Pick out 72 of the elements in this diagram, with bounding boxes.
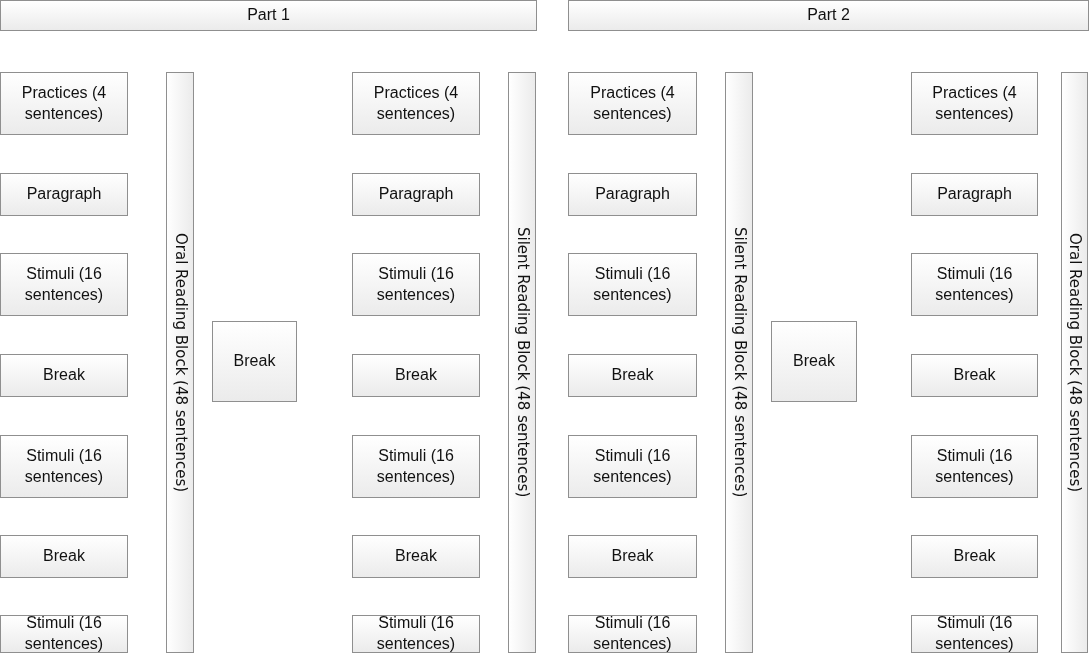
step-box [0,535,128,578]
box-label: Break [233,351,276,372]
block-label-bar [1061,72,1088,653]
step-box [771,321,857,402]
step-box [911,72,1038,135]
box-label: Practices (4 sentences) [589,82,676,124]
block-label-bar [508,72,536,653]
step-box [0,615,128,653]
box-label: Break [395,365,437,386]
box-label: Practices (4 sentences) [372,82,460,124]
step-box [568,253,697,316]
part-header-bar [0,0,537,31]
step-box [911,535,1038,578]
step-box [352,173,480,216]
step-box [568,535,697,578]
block-label-bar [725,72,753,653]
box-label: Break [611,546,654,567]
box-label: Practices (4 sentences) [20,82,108,124]
step-box [212,321,297,402]
step-box [352,435,480,498]
box-label: Stimuli (16 sentences) [375,263,457,305]
box-label: Break [611,365,654,386]
step-box [0,354,128,397]
box-label: Stimuli (16 sentences) [23,263,105,305]
box-label: Stimuli (16 sentences) [592,263,673,305]
box-label: Oral Reading Block (48 sentences) [1065,232,1085,493]
step-box [568,435,697,498]
step-box [911,435,1038,498]
box-label: Stimuli (16 sentences) [934,263,1015,305]
box-label: Stimuli (16 sentences) [23,613,105,653]
step-box [911,354,1038,397]
box-label: Stimuli (16 sentences) [592,445,673,487]
box-label: Break [793,351,835,372]
step-box [568,354,697,397]
box-label: Stimuli (16 sentences) [592,613,673,653]
box-label: Silent Reading Block (48 sentences) [729,227,749,498]
step-box [568,615,697,653]
box-label: Part 1 [247,5,290,26]
step-box [0,72,128,135]
step-box [568,173,697,216]
step-box [352,354,480,397]
box-label: Paragraph [378,184,454,205]
step-box [911,173,1038,216]
box-label: Oral Reading Block (48 sentences) [170,232,190,493]
box-label: Break [43,546,85,567]
box-label: Silent Reading Block (48 sentences) [512,227,532,498]
step-box [0,435,128,498]
step-box [352,253,480,316]
step-box [911,615,1038,653]
box-label: Stimuli (16 sentences) [934,445,1015,487]
box-label: Break [43,365,85,386]
box-label: Stimuli (16 sentences) [934,613,1015,653]
box-label: Stimuli (16 sentences) [375,613,457,653]
step-box [0,173,128,216]
box-label: Practices (4 sentences) [931,82,1018,124]
part-header-bar [568,0,1089,31]
box-label: Paragraph [595,184,670,205]
box-label: Break [953,546,996,567]
box-label: Paragraph [937,184,1012,205]
box-label: Paragraph [26,184,102,205]
step-box [568,72,697,135]
step-box [911,253,1038,316]
step-box [352,72,480,135]
box-label: Stimuli (16 sentences) [23,445,105,487]
step-box [0,253,128,316]
step-box [352,615,480,653]
box-label: Break [953,365,996,386]
box-label: Part 2 [807,5,850,26]
box-label: Stimuli (16 sentences) [375,445,457,487]
block-label-bar [166,72,194,653]
step-box [352,535,480,578]
box-label: Break [395,546,437,567]
